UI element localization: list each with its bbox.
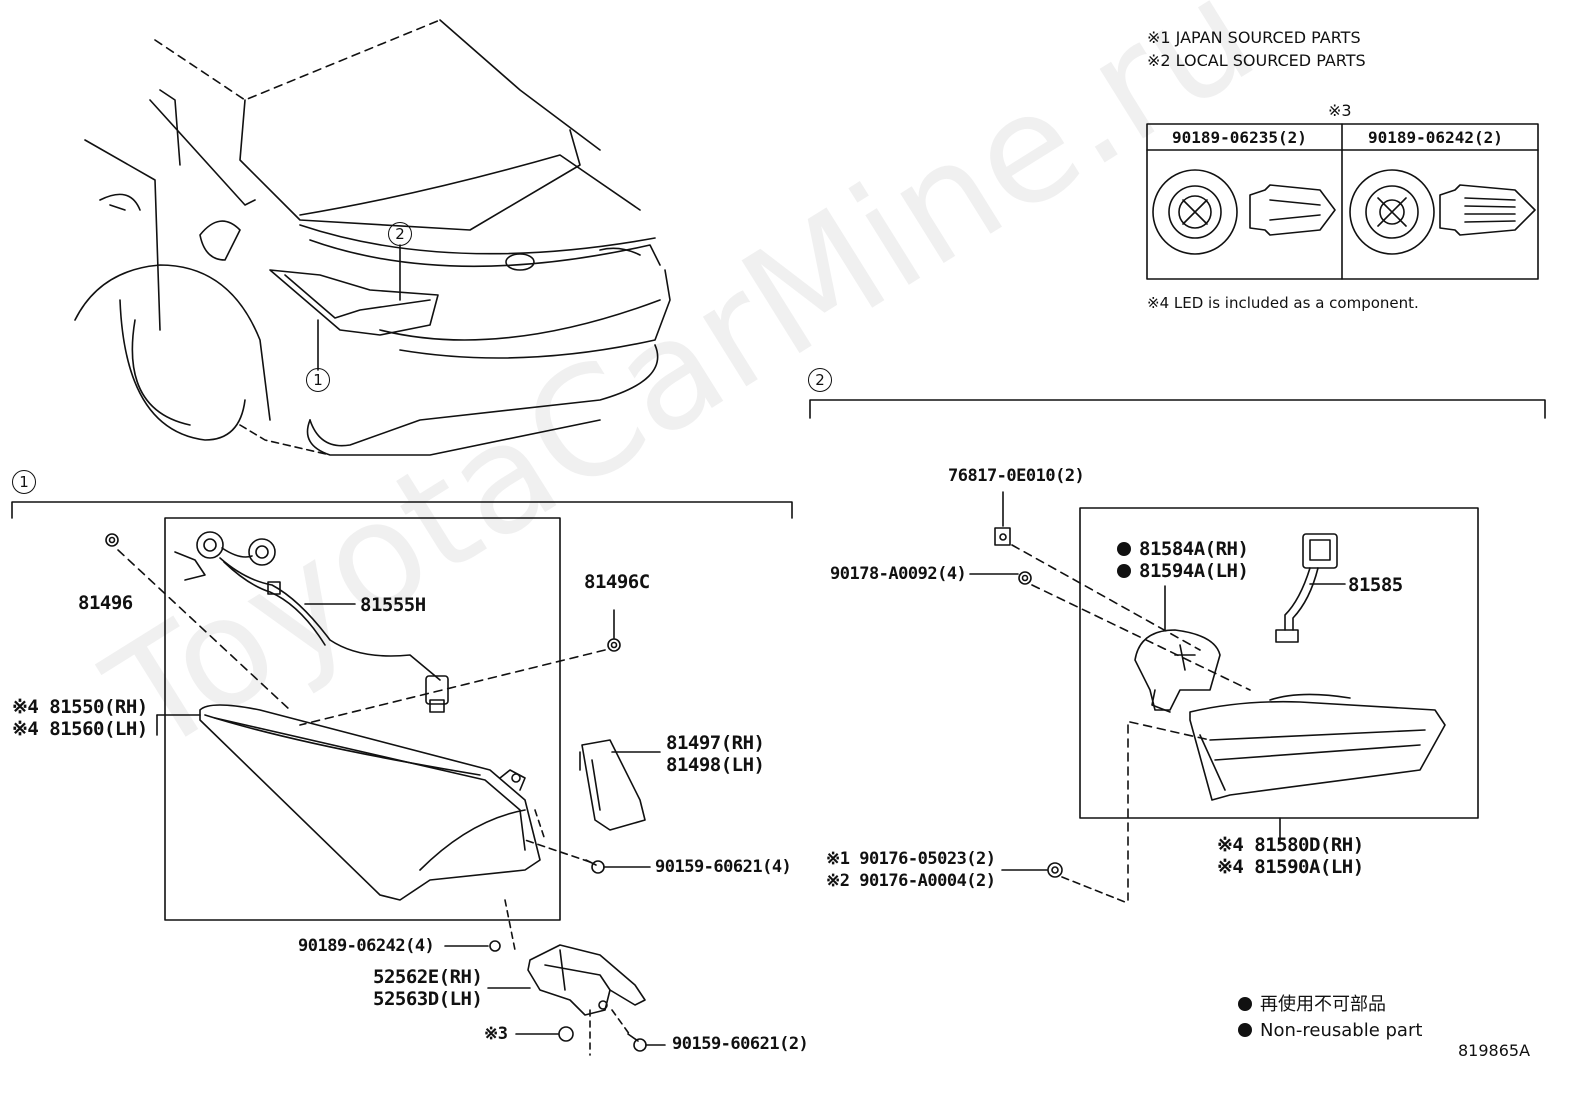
clip-table-header-2: 90189-06242(2): [1368, 128, 1503, 147]
legend-dot: [1238, 997, 1252, 1011]
callout-1-car: 1: [306, 368, 330, 392]
label-81550: ※4 81550(RH): [12, 696, 148, 718]
label-90176-A0004: ※2 90176-A0004(2): [826, 871, 996, 891]
connector-81585: [1275, 533, 1338, 643]
section-1-marker: 1: [12, 470, 36, 494]
label-90178: 90178-A0092(4): [830, 564, 967, 584]
label-52562E: 52562E(RH): [373, 966, 483, 988]
non-reusable-dot: [1117, 564, 1131, 578]
label-81497: 81497(RH): [666, 732, 765, 754]
label-90176-05023: ※1 90176-05023(2): [826, 849, 996, 869]
clip-table-header-1: 90189-06235(2): [1172, 128, 1307, 147]
screw-90176: [1047, 862, 1063, 878]
label-52563D: 52563D(LH): [373, 988, 483, 1010]
label-81555H: 81555H: [360, 594, 426, 616]
legend-japanese: 再使用不可部品: [1238, 992, 1386, 1018]
label-81560: ※4 81560(LH): [12, 718, 148, 740]
note-led: ※4 LED is included as a component.: [1147, 294, 1419, 312]
bolt-90189: [489, 940, 501, 952]
label-81496: 81496: [78, 592, 133, 614]
note-local-sourced: ※2 LOCAL SOURCED PARTS: [1147, 51, 1366, 70]
clip-90189-06242-drawing: [1349, 169, 1536, 255]
car-rear-illustration: [74, 19, 671, 456]
label-81584A: 81584A(RH): [1117, 538, 1249, 560]
non-reusable-dot: [1117, 542, 1131, 556]
section-2-marker: 2: [808, 368, 832, 392]
label-81590A: ※4 81590A(LH): [1217, 856, 1364, 878]
harness-81555H: [174, 531, 449, 713]
lens-81580D: [1189, 693, 1446, 801]
bracket-52562E: [527, 944, 646, 1016]
label-76817: 76817-0E010(2): [948, 466, 1085, 486]
callout-2-car: 2: [388, 222, 412, 246]
cover-81497: [579, 739, 646, 831]
label-81498: 81498(LH): [666, 754, 765, 776]
legend-english: Non-reusable part: [1238, 1018, 1422, 1044]
lamp-81550: [199, 704, 541, 901]
label-81585: 81585: [1348, 574, 1403, 596]
diagram-reference-code: 819865A: [1458, 1041, 1531, 1060]
label-81594A: 81594A(LH): [1117, 560, 1249, 582]
screw-90159-b: [627, 1033, 647, 1052]
nut-81496C: [607, 609, 621, 652]
clip-90189-06235-drawing: [1152, 169, 1336, 255]
label-90159-60621-4: 90159-60621(4): [655, 857, 792, 877]
label-81580D: ※4 81580D(RH): [1217, 834, 1364, 856]
note-japan-sourced: ※1 JAPAN SOURCED PARTS: [1147, 28, 1361, 47]
socket-81584A: [1134, 629, 1221, 713]
label-90189-06242-4: 90189-06242(4): [298, 936, 435, 956]
label-clip-ref-3: ※3: [484, 1024, 508, 1044]
note-clip-ref: ※3: [1328, 101, 1352, 120]
label-90159-60621-2: 90159-60621(2): [672, 1034, 809, 1054]
clip-76817: [994, 491, 1011, 546]
legend-dot: [1238, 1023, 1252, 1037]
nut-81496: [105, 533, 119, 547]
label-81496C: 81496C: [584, 571, 650, 593]
